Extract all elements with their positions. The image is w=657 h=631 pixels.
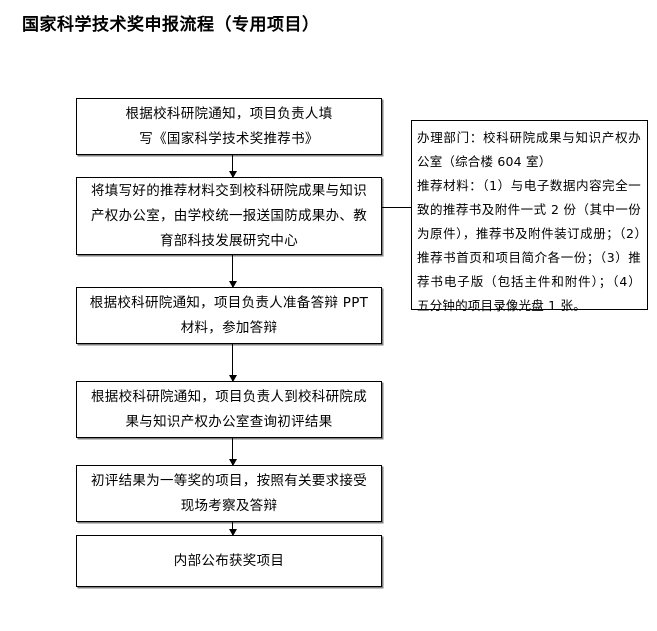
step-publish-award-projects: 内部公布获奖项目 xyxy=(76,535,382,587)
step-prepare-defense-ppt-label: 根据校科研院通知，项目负责人准备答辩 PPT 材料，参加答辩 xyxy=(89,294,369,336)
note-handling-department: 办理部门：校科研院成果与知识产权办公室（综合楼 604 室） xyxy=(417,130,641,169)
step-submit-materials: 将填写好的推荐材料交到校科研院成果与知识 产权办公室，由学校统一报送国防成果办、… xyxy=(76,177,382,255)
step-onsite-inspection-defense: 初评结果为一等奖的项目，按照有关要求接受 现场考察及答辩 xyxy=(76,465,382,522)
arrow-down-icon-box1-to-box2 xyxy=(228,155,237,178)
arrow-down-icon-box3-to-box4 xyxy=(228,344,237,382)
step-fill-recommendation-form: 根据校科研院通知，项目负责人填 写《国家科学技术奖推荐书》 xyxy=(76,98,382,155)
step-submit-materials-label: 将填写好的推荐材料交到校科研院成果与知识 产权办公室，由学校统一报送国防成果办、… xyxy=(91,182,367,249)
step-fill-recommendation-form-label: 根据校科研院通知，项目负责人填 写《国家科学技术奖推荐书》 xyxy=(125,105,333,147)
arrow-down-icon-box2-to-box3 xyxy=(228,255,237,288)
arrow-down-icon-box5-to-box6 xyxy=(228,522,237,536)
step-query-preliminary-result-label: 根据校科研院通知，项目负责人到校科研院成 果与知识产权办公室查询初评结果 xyxy=(91,388,367,430)
note-required-materials: 推荐材料：（1）与电子数据内容完全一致的推荐书及附件一式 2 份（其中一份为原件… xyxy=(417,178,641,313)
step-prepare-defense-ppt: 根据校科研院通知，项目负责人准备答辩 PPT 材料，参加答辩 xyxy=(76,287,382,344)
step-publish-award-projects-label: 内部公布获奖项目 xyxy=(173,552,285,569)
note-box: 办理部门：校科研院成果与知识产权办公室（综合楼 604 室） 推荐材料：（1）与… xyxy=(411,120,648,313)
connector-line-box2-to-note xyxy=(382,207,412,208)
step-query-preliminary-result: 根据校科研院通知，项目负责人到校科研院成 果与知识产权办公室查询初评结果 xyxy=(76,381,382,438)
page-title: 国家科学技术奖申报流程（专用项目） xyxy=(22,15,320,34)
arrow-down-icon-box4-to-box5 xyxy=(228,438,237,466)
step-onsite-inspection-defense-label: 初评结果为一等奖的项目，按照有关要求接受 现场考察及答辩 xyxy=(91,472,367,514)
